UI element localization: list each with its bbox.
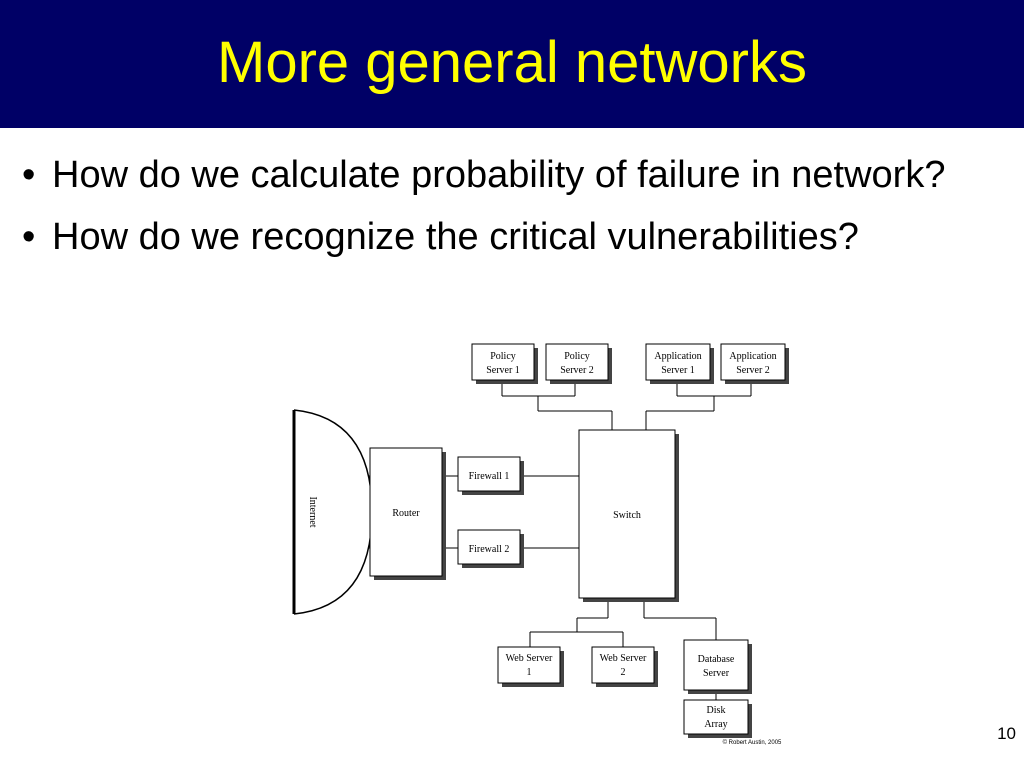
web-server-2-label-line1: Web Server [600,653,647,664]
web-server-2-node: Web Server 2 [591,646,658,687]
policy-server-2-node: Policy Server 2 [545,343,612,384]
database-server-label-line1: Database [698,654,735,665]
title-bar: More general networks [0,0,1024,128]
firewall-1-node: Firewall 1 [457,456,524,495]
bullet-marker: • [22,154,36,196]
disk-array-label-line1: Disk [707,705,726,716]
policy-server-2-label-line1: Policy [564,351,590,362]
app-server-1-label-line1: Application [654,351,701,362]
policy-server-1-label-line1: Policy [490,351,516,362]
bullet-item: • How do we calculate probability of fai… [22,150,1022,200]
app-server-2-node: Application Server 2 [720,343,789,384]
web-server-1-label-line1: Web Server [506,653,553,664]
internet-label: Internet [307,496,318,527]
bullet-text: How do we calculate probability of failu… [52,154,946,196]
web-server-1-node: Web Server 1 [497,646,564,687]
slide-title: More general networks [217,30,807,95]
app-server-1-node: Application Server 1 [645,343,714,384]
bullet-marker: • [22,216,36,258]
internet-node: Internet [292,409,373,615]
page-number: 10 [997,724,1016,743]
bullet-item: • How do we recognize the critical vulne… [22,212,1022,262]
network-diagram: Internet Router Firewall 1 Firewall 2 Sw… [292,343,789,746]
app-server-2-label-line2: Server 2 [736,365,770,376]
database-server-node: Database Server [683,639,752,694]
policy-server-2-label-line2: Server 2 [560,365,594,376]
firewall-2-node: Firewall 2 [457,529,524,568]
database-server-label-line2: Server [703,668,730,679]
disk-array-node: Disk Array [683,699,752,738]
switch-node: Switch [578,429,679,602]
app-server-2-label-line1: Application [729,351,776,362]
web-server-2-label-line2: 2 [621,667,626,678]
router-node: Router [369,447,446,580]
policy-server-1-label-line2: Server 1 [486,365,520,376]
firewall-2-label: Firewall 2 [469,544,510,555]
diagram-credit: © Robert Austin, 2005 [723,739,782,746]
firewall-1-label: Firewall 1 [469,471,510,482]
disk-array-label-line2: Array [704,719,727,730]
connection-lines [337,382,752,700]
bullet-text: How do we recognize the critical vulnera… [52,216,859,258]
router-label: Router [392,508,420,519]
web-server-1-label-line2: 1 [527,667,532,678]
policy-server-1-node: Policy Server 1 [471,343,538,384]
bullet-list: • How do we calculate probability of fai… [22,150,1022,274]
app-server-1-label-line2: Server 1 [661,365,695,376]
switch-label: Switch [613,510,641,521]
